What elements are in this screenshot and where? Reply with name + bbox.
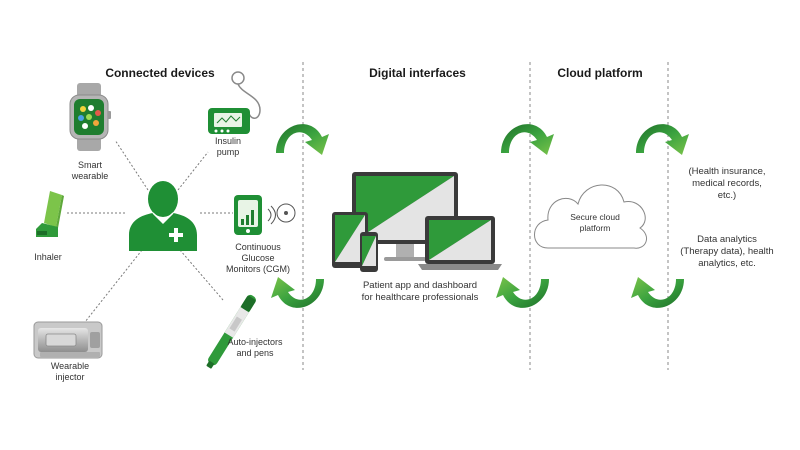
heading-cloud-platform: Cloud platform <box>557 66 643 80</box>
heading-digital-interfaces: Digital interfaces <box>369 66 466 80</box>
label-health-insurance: (Health insurance, medical records, etc.… <box>688 166 766 201</box>
auto-injector-pen-icon <box>206 294 256 369</box>
label-inhaler: Inhaler <box>34 252 62 262</box>
doctor-with-medical-cross-icon <box>129 178 197 251</box>
smartwatch-icon <box>69 83 111 151</box>
device-connectors <box>66 139 233 323</box>
inhaler-icon <box>36 191 64 237</box>
label-wearable-injector: Wearable injector <box>50 361 90 382</box>
heading-connected-devices: Connected devices <box>105 66 215 80</box>
glucose-monitor-icon <box>234 195 296 235</box>
label-data-analytics: Data analytics (Therapy data), health an… <box>680 234 774 269</box>
wearable-injector-icon <box>33 321 103 359</box>
label-secure-cloud: Secure cloud platform <box>570 212 620 233</box>
monitor-tablet-phone-laptop-icon <box>332 172 502 272</box>
label-auto-injectors: Auto-injectors and pens <box>227 337 283 358</box>
label-smart-wearable: Smart wearable <box>71 160 109 181</box>
label-insulin-pump: Insulin pump <box>214 136 241 157</box>
label-patient-app: Patient app and dashboard for healthcare… <box>361 280 479 303</box>
label-cgm: Continuous Glucose Monitors (CGM) <box>225 242 290 274</box>
insulin-pump-icon <box>208 71 261 134</box>
cloud-icon <box>534 184 648 249</box>
